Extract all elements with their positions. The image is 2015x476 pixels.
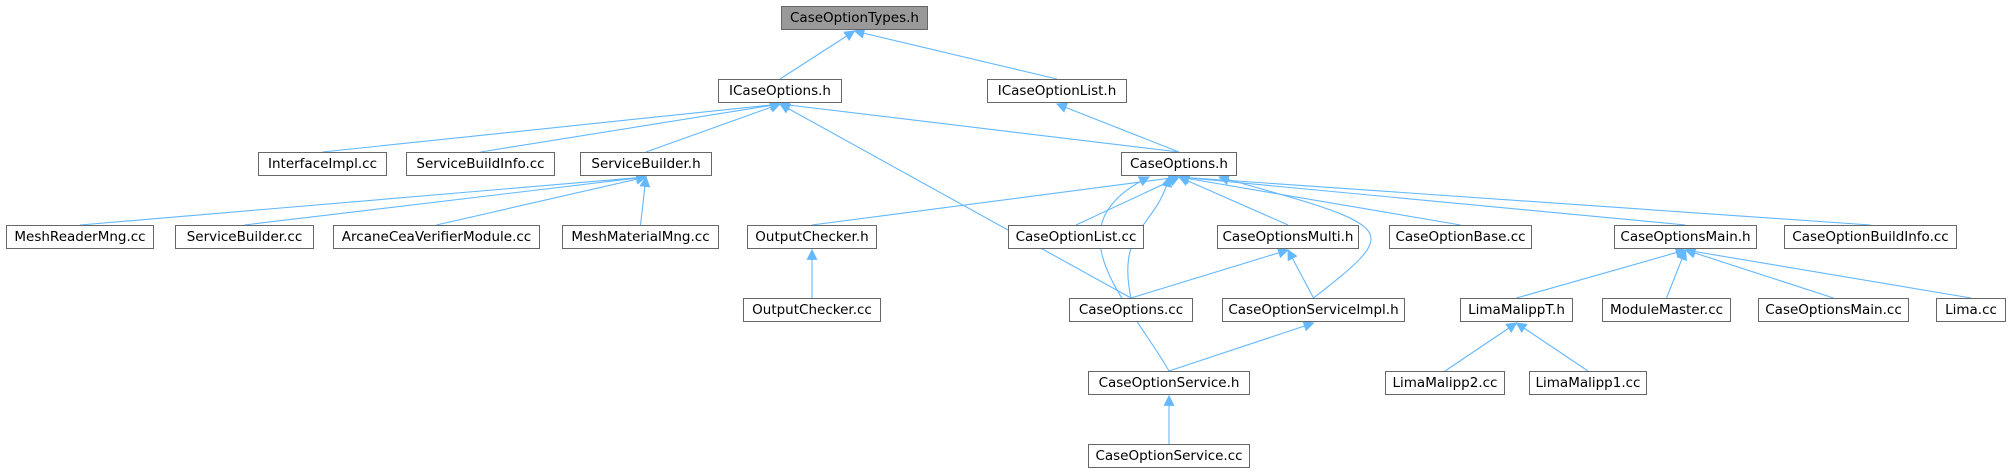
edge-icaseoptions-h-to-interfaceimpl-cc bbox=[322, 99, 782, 153]
edge-caseoptions-h-to-caseoptionbase-cc bbox=[1177, 173, 1461, 226]
edge-caseoptionsmulti-h-to-caseoptionserviceimpl-h bbox=[1287, 249, 1314, 299]
node-limamalipp1-cc[interactable]: LimaMalipp1.cc bbox=[1529, 371, 1647, 395]
edge-caseoptionsmain-h-to-caseoptionsmain-cc bbox=[1684, 247, 1834, 299]
node-outputchecker-cc[interactable]: OutputChecker.cc bbox=[743, 298, 881, 322]
node-caseoptionsmain-h[interactable]: CaseOptionsMain.h bbox=[1614, 225, 1757, 249]
edge-caseoptions-h-to-caseoptionservice-h bbox=[1099, 176, 1170, 372]
edge-caseoptionsmulti-h-to-caseoptions-cc bbox=[1130, 247, 1290, 299]
edge-icaseoptionlist-h-to-caseoptions-h bbox=[1055, 102, 1180, 153]
node-icaseoptions-h[interactable]: ICaseOptions.h bbox=[718, 79, 842, 103]
edge-caseoptionsmain-h-to-limamalippt-h bbox=[1516, 247, 1687, 299]
node-caseoptionservice-h[interactable]: CaseOptionService.h bbox=[1088, 371, 1250, 395]
node-servicebuildinfo-cc[interactable]: ServiceBuildInfo.cc bbox=[406, 152, 555, 176]
edge-icaseoptions-h-to-caseoptions-cc bbox=[779, 103, 1132, 299]
node-caseoptions-h[interactable]: CaseOptions.h bbox=[1121, 152, 1237, 176]
edge-caseoptions-h-to-outputchecker-h bbox=[811, 172, 1181, 226]
edge-caseoptions-h-to-caseoptionsmain-h bbox=[1177, 172, 1686, 226]
edge-caseoptiontypes-h-to-icaseoptions-h bbox=[779, 30, 856, 80]
edge-caseoptionsmain-h-to-modulemaster-cc bbox=[1665, 248, 1687, 299]
node-caseoptionlist-cc[interactable]: CaseOptionList.cc bbox=[1008, 225, 1144, 249]
edge-icaseoptions-h-to-servicebuildinfo-cc bbox=[480, 100, 782, 153]
node-outputchecker-h[interactable]: OutputChecker.h bbox=[747, 225, 877, 249]
node-servicebuilder-cc[interactable]: ServiceBuilder.cc bbox=[175, 225, 314, 249]
edge-caseoptions-h-to-caseoptionsmulti-h bbox=[1177, 175, 1289, 226]
edge-servicebuilder-h-to-servicebuilder-cc bbox=[244, 172, 648, 226]
edge-caseoptionsmain-h-to-lima-cc bbox=[1684, 246, 1972, 299]
node-limamalipp2-cc[interactable]: LimaMalipp2.cc bbox=[1385, 371, 1505, 395]
edge-icaseoptions-h-to-servicebuilder-h bbox=[645, 102, 782, 153]
edge-caseoptionserviceimpl-h-to-caseoptionservice-h bbox=[1168, 320, 1315, 372]
node-caseoptionservice-cc[interactable]: CaseOptionService.cc bbox=[1088, 444, 1250, 468]
node-arcaneceaverifiermodule-cc[interactable]: ArcaneCeaVerifierModule.cc bbox=[333, 225, 540, 249]
node-limamalippt-h[interactable]: LimaMalippT.h bbox=[1460, 298, 1573, 322]
edge-servicebuilder-h-to-arcaneceaverifiermodule-cc bbox=[436, 173, 648, 226]
edge-limamalippt-h-to-limamalipp2-cc bbox=[1444, 322, 1518, 372]
node-caseoptionbuildinfo-cc[interactable]: CaseOptionBuildInfo.cc bbox=[1784, 225, 1957, 249]
node-caseoptionsmulti-h[interactable]: CaseOptionsMulti.h bbox=[1217, 225, 1359, 249]
edge-caseoptions-h-to-caseoptionserviceimpl-h bbox=[1217, 174, 1372, 299]
node-caseoptiontypes-h: CaseOptionTypes.h bbox=[781, 6, 928, 30]
node-icaseoptionlist-h[interactable]: ICaseOptionList.h bbox=[987, 79, 1127, 103]
edge-icaseoptions-h-to-caseoptions-h bbox=[778, 99, 1180, 153]
edge-limamalippt-h-to-limamalipp1-cc bbox=[1515, 322, 1589, 372]
node-meshreadermng-cc[interactable]: MeshReaderMng.cc bbox=[6, 225, 154, 249]
edge-servicebuilder-h-to-meshmaterialmng-cc bbox=[639, 175, 651, 226]
node-caseoptions-cc[interactable]: CaseOptions.cc bbox=[1069, 298, 1193, 322]
node-caseoptionbase-cc[interactable]: CaseOptionBase.cc bbox=[1389, 225, 1532, 249]
node-meshmaterialmng-cc[interactable]: MeshMaterialMng.cc bbox=[562, 225, 719, 249]
node-caseoptionserviceimpl-h[interactable]: CaseOptionServiceImpl.h bbox=[1222, 298, 1405, 322]
node-servicebuilder-h[interactable]: ServiceBuilder.h bbox=[580, 152, 712, 176]
node-lima-cc[interactable]: Lima.cc bbox=[1936, 298, 2006, 322]
node-caseoptionsmain-cc[interactable]: CaseOptionsMain.cc bbox=[1758, 298, 1909, 322]
edge-servicebuilder-h-to-meshreadermng-cc bbox=[79, 172, 648, 226]
edge-caseoptiontypes-h-to-icaseoptionlist-h bbox=[853, 27, 1058, 80]
node-modulemaster-cc[interactable]: ModuleMaster.cc bbox=[1602, 298, 1731, 322]
edge-caseoptions-h-to-caseoptionbuildinfo-cc bbox=[1177, 172, 1871, 226]
node-interfaceimpl-cc[interactable]: InterfaceImpl.cc bbox=[258, 152, 387, 176]
